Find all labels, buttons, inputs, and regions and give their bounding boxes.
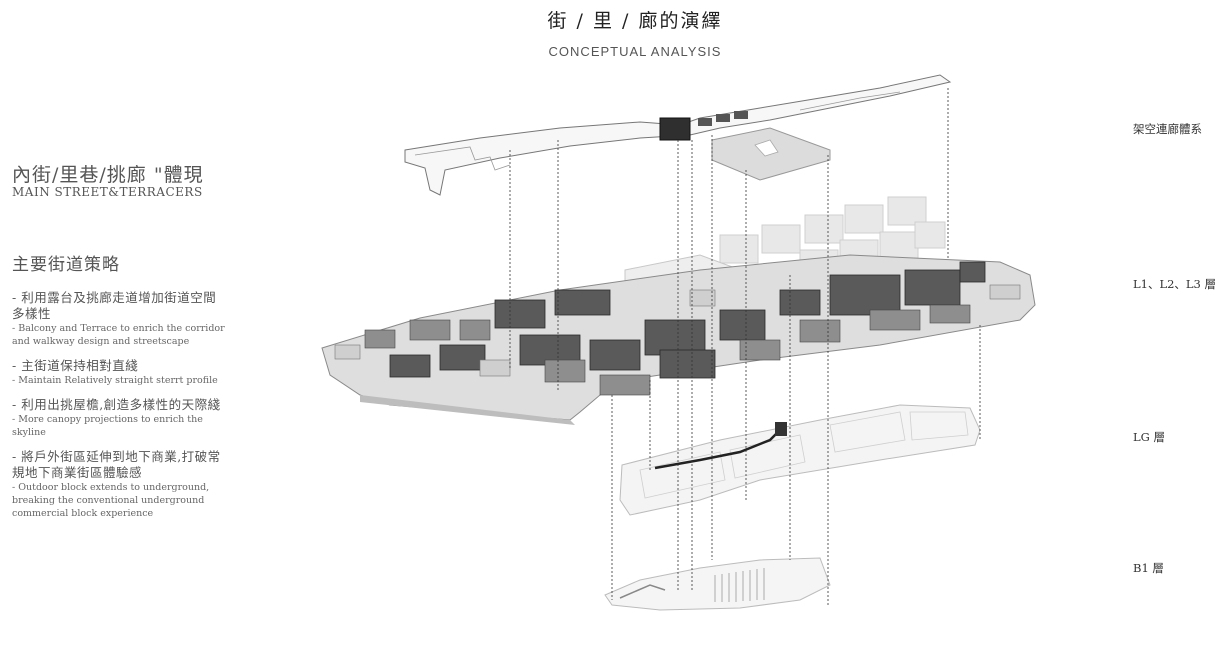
strategy-item-zh: - 利用露台及挑廊走道增加街道空間多樣性 <box>12 290 217 321</box>
strategy-item: - 將戶外街區延伸到地下商業,打破常規地下商業街區體驗感 - Outdoor b… <box>12 449 227 520</box>
strategy-item-zh: - 主街道保持相對直綫 <box>12 358 139 373</box>
projection-lines <box>509 88 981 605</box>
layer-label-bridge: 架空連廊體系 <box>1133 122 1202 136</box>
b1-layer <box>604 557 831 611</box>
strategy-item-en: - Balcony and Terrace to enrich the corr… <box>12 323 225 347</box>
strategy-item-en: - More canopy projections to enrich the … <box>12 414 203 438</box>
layer-label-upper: L1、L2、L3 層 <box>1133 277 1217 291</box>
layer-label-lg: LG 層 <box>1133 430 1165 444</box>
section-heading-zh: 內街/里巷/挑廊 "體現 <box>12 164 204 186</box>
podium-layer <box>321 254 1036 425</box>
page-subtitle: CONCEPTUAL ANALYSIS <box>548 44 722 59</box>
bridge-layer <box>404 74 952 196</box>
strategy-item: - 利用露台及挑廊走道增加街道空間多樣性 - Balcony and Terra… <box>12 290 227 348</box>
lg-layer <box>619 404 981 516</box>
layer-label-b1: B1 層 <box>1133 561 1164 575</box>
strategy-item-zh: - 利用出挑屋檐,創造多樣性的天際綫 <box>12 397 221 412</box>
strategy-item: - 主街道保持相對直綫 - Maintain Relatively straig… <box>12 358 227 387</box>
section-heading-en: MAIN STREET&TERRACERS <box>12 185 203 199</box>
strategy-item-en: - Maintain Relatively straight sterrt pr… <box>12 375 218 386</box>
strategy-item-zh: - 將戶外街區延伸到地下商業,打破常規地下商業街區體驗感 <box>12 449 221 480</box>
page-title: 街 / 里 / 廊的演繹 <box>547 10 723 32</box>
strategy-item: - 利用出挑屋檐,創造多樣性的天際綫 - More canopy project… <box>12 397 227 439</box>
bridge-pavilion <box>659 117 691 141</box>
b1-slab <box>604 557 831 611</box>
strategy-list: - 利用露台及挑廊走道增加街道空間多樣性 - Balcony and Terra… <box>12 290 227 530</box>
lg-slab <box>619 404 981 516</box>
strategy-title: 主要街道策略 <box>12 255 120 275</box>
strategy-item-en: - Outdoor block extends to underground, … <box>12 482 210 519</box>
